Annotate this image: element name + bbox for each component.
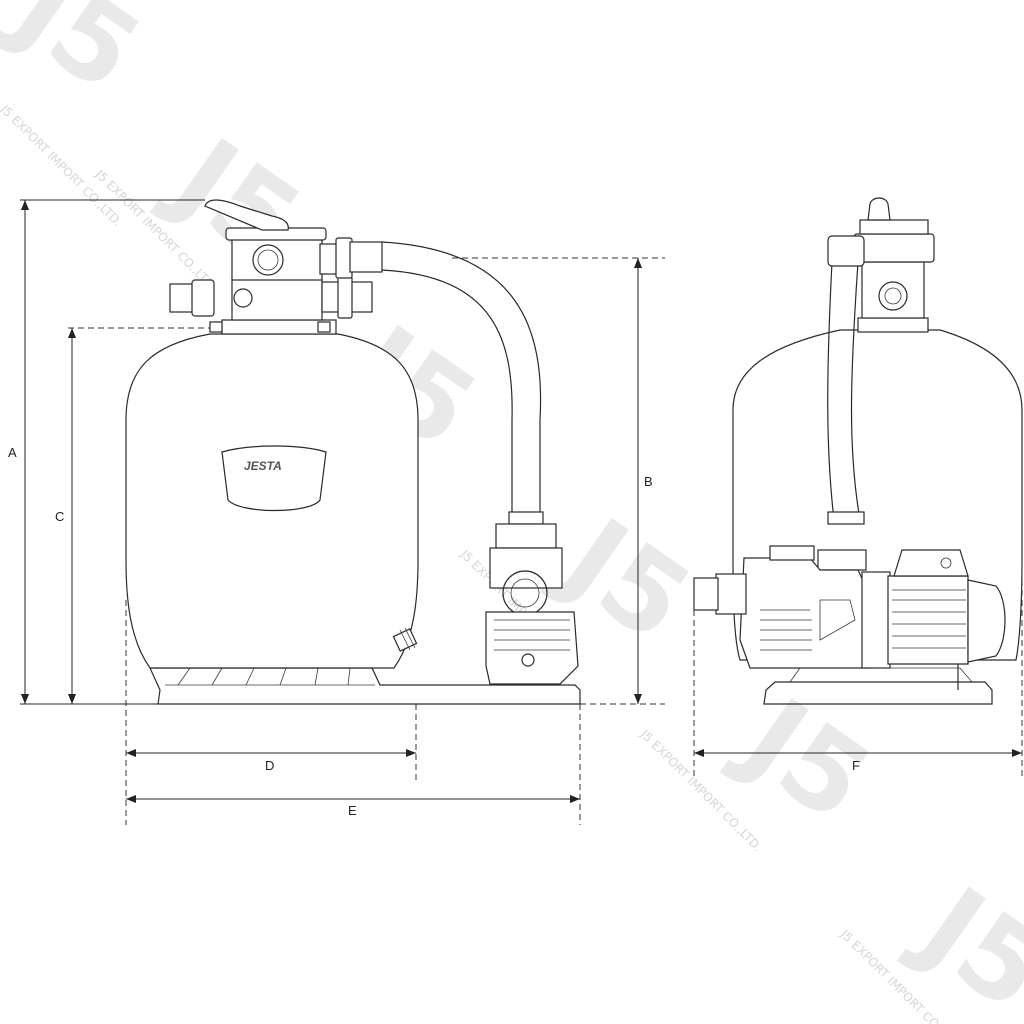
brand-logo-text: JESTA <box>244 459 282 473</box>
dimension-a: A <box>8 199 205 705</box>
watermark-mark-1: J5 <box>0 0 162 116</box>
pressure-gauge <box>252 244 284 276</box>
front-label-plate <box>221 445 327 512</box>
dimension-b: B <box>452 257 665 705</box>
dim-label-e: E <box>348 803 357 818</box>
front-hose <box>381 241 544 525</box>
front-base <box>149 667 581 705</box>
side-motor <box>861 549 1006 690</box>
side-view: F <box>693 197 1023 780</box>
drain-plug <box>392 627 418 652</box>
side-pump <box>693 545 873 669</box>
dimension-f: F <box>693 560 1023 780</box>
dimension-d: D <box>125 600 417 825</box>
dimension-c: C <box>55 327 210 704</box>
dim-label-d: D <box>265 758 274 773</box>
watermark-text-1: J5 EXPORT IMPORT CO.,LTD. <box>0 102 125 230</box>
dimension-e: E <box>126 704 581 825</box>
dim-label-b: B <box>644 474 653 489</box>
watermark-mark-5: J5 <box>717 670 892 846</box>
dim-label-f: F <box>852 758 860 773</box>
valve-handle <box>204 199 289 231</box>
front-tank: JESTA <box>125 333 419 669</box>
front-pump <box>485 523 579 685</box>
multiport-valve <box>169 199 383 335</box>
side-valve <box>853 197 935 333</box>
side-hose <box>827 235 865 525</box>
front-view: JESTA <box>8 199 665 825</box>
dim-label-a: A <box>8 445 17 460</box>
dim-label-c: C <box>55 509 64 524</box>
